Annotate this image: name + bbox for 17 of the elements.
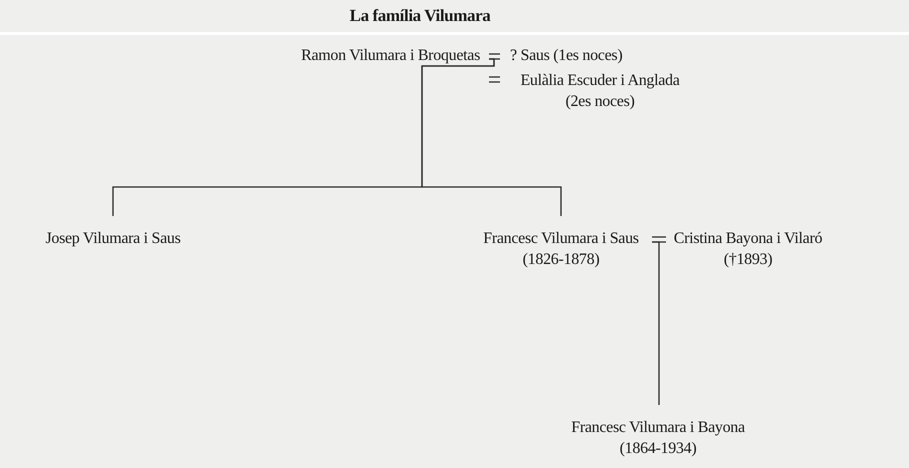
diagram-title: La família Vilumara xyxy=(348,6,492,26)
descent-line xyxy=(652,241,660,405)
person-note: (1864-1934) xyxy=(618,439,698,459)
person-name: Josep Vilumara i Saus xyxy=(44,229,182,249)
person-name: Ramon Vilumara i Broquetas xyxy=(300,46,480,66)
marriage-sign xyxy=(651,236,667,243)
marriage-sign xyxy=(488,53,501,60)
person-name: Cristina Bayona i Vilaró xyxy=(672,229,824,249)
marriage-sign xyxy=(488,76,501,83)
person-note: (†1893) xyxy=(722,250,774,270)
person-name: ? Saus (1es noces) xyxy=(510,46,624,66)
descent-line xyxy=(421,58,562,216)
person-note: (1826-1878) xyxy=(522,250,600,270)
person-name: Francesc Vilumara i Saus xyxy=(482,229,640,249)
person-name: Francesc Vilumara i Bayona xyxy=(570,418,746,438)
person-name: Eulàlia Escuder i Anglada xyxy=(519,71,681,91)
person-note: (2es noces) xyxy=(564,92,636,112)
